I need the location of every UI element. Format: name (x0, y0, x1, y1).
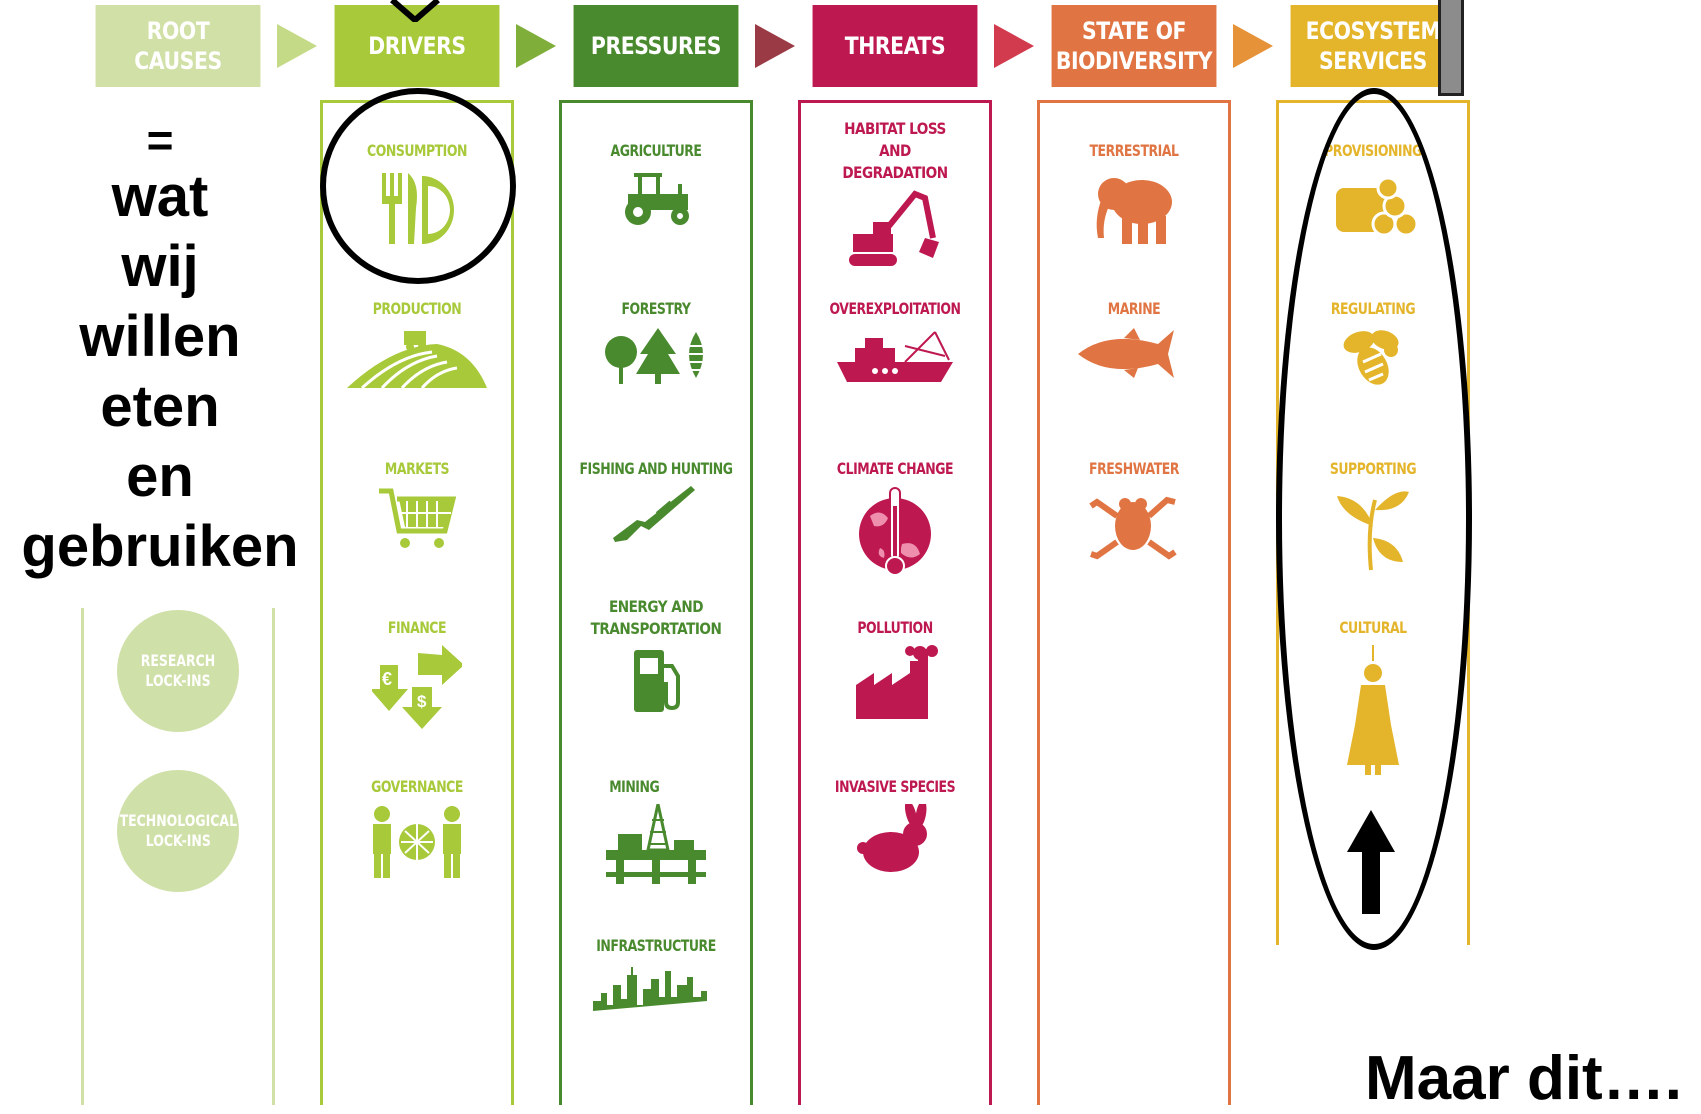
pressures-column (559, 100, 753, 1105)
driver-finance: FINANCE € $ (297, 617, 537, 730)
flow-arrow-4 (994, 24, 1034, 68)
pressure-mining: MINING (536, 776, 776, 884)
oil-rig-icon (606, 804, 706, 884)
header-pressures: PRESSURES (573, 5, 739, 87)
tractor-icon (625, 173, 689, 225)
threat-pollution: POLLUTION (775, 617, 1015, 720)
consumption-highlight-circle (320, 88, 516, 284)
elephant-icon (1096, 178, 1172, 244)
city-skyline-icon (593, 967, 707, 1011)
rabbit-icon (857, 804, 927, 872)
driver-markets: MARKETS (297, 458, 537, 551)
threat-invasive-species: INVASIVE SPECIES (775, 776, 1015, 874)
threat-overexploitation: OVEREXPLOITATION (775, 298, 1015, 386)
trees-icon (605, 328, 705, 384)
driver-governance: GOVERNANCE (297, 776, 537, 879)
header-threats: THREATS (812, 5, 978, 87)
state-column (1037, 100, 1231, 1105)
threat-climate-change: CLIMATE CHANGE (775, 458, 1015, 578)
flow-arrow-2 (516, 24, 556, 68)
people-globe-icon (373, 806, 461, 878)
svg-text:€: € (382, 669, 392, 689)
currency-exchange-icon: € $ (372, 645, 462, 729)
pressure-forestry: FORESTRY (536, 298, 776, 386)
harvester-field-icon (347, 331, 487, 390)
pressure-energy-transportation: ENERGY AND TRANSPORTATION (536, 596, 776, 716)
pressure-agriculture: AGRICULTURE (536, 140, 776, 228)
state-freshwater: FRESHWATER (1014, 458, 1254, 566)
grey-marker (1438, 0, 1464, 96)
flow-arrow-3 (755, 24, 795, 68)
driver-production: PRODUCTION (297, 298, 537, 391)
up-arrow-icon (1347, 810, 1395, 914)
pressure-fishing-hunting: FISHING AND HUNTING (536, 458, 776, 546)
flow-arrow-5 (1233, 24, 1273, 68)
threat-habitat-loss: HABITAT LOSS AND DEGRADATION (775, 118, 1015, 270)
state-terrestrial: TERRESTRIAL (1014, 140, 1254, 248)
fishing-boat-icon (837, 331, 953, 382)
threats-column (798, 100, 992, 1105)
fish-icon (1078, 328, 1174, 378)
svg-text:$: $ (417, 692, 427, 711)
excavator-icon (849, 190, 939, 266)
rifle-icon (613, 486, 695, 542)
maar-dit-text: Maar dit…. (1365, 1044, 1682, 1113)
research-lock-ins-circle: RESEARCH LOCK-INS (117, 610, 239, 732)
globe-thermometer-icon (859, 487, 931, 576)
frog-icon (1089, 496, 1177, 560)
dutch-annotation-text: = wat wij willen eten en gebruiken (21, 114, 299, 579)
services-highlight-ellipse (1276, 88, 1472, 950)
pressure-infrastructure: INFRASTRUCTURE (536, 935, 776, 1013)
flow-arrow-1 (277, 24, 317, 68)
fuel-pump-icon (634, 650, 680, 712)
factory-icon (856, 645, 938, 719)
technological-lock-ins-circle: TECHNOLOGICAL LOCK-INS (117, 770, 239, 892)
pointer-triangle-icon (390, 0, 440, 22)
shopping-cart-icon (379, 488, 457, 548)
root-causes-frame (81, 608, 275, 1105)
state-marine: MARINE (1014, 298, 1254, 381)
